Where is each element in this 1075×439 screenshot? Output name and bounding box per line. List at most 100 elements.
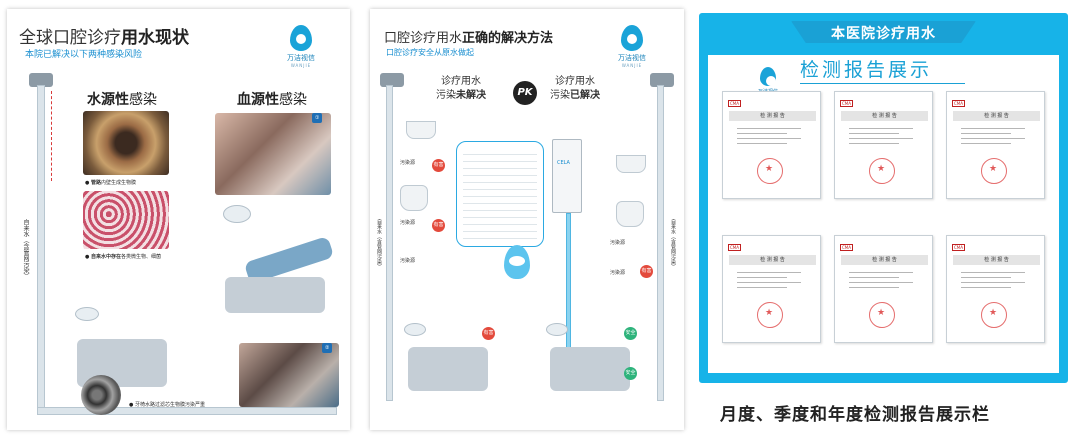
brand-name: 万洁视信 bbox=[287, 54, 315, 62]
seal-stamp bbox=[757, 158, 783, 184]
section-waterborne: 水源性感染 bbox=[87, 89, 157, 109]
section-bloodborne: 血源性感染 bbox=[237, 89, 307, 109]
section-bloodborne-light: 感染 bbox=[279, 92, 307, 108]
toilet-left bbox=[400, 185, 428, 211]
compare-left-bold: 未解决 bbox=[456, 90, 486, 101]
brand-sub: WANJIE bbox=[621, 63, 643, 68]
report-header: 检 测 报 告 bbox=[841, 111, 928, 121]
caption-valve: 牙椅水路过滤芯生物膜污染严重 bbox=[129, 401, 205, 408]
board-title-banner bbox=[791, 21, 976, 43]
report-header: 检 测 报 告 bbox=[729, 255, 816, 265]
section-waterborne-light: 感染 bbox=[129, 92, 157, 108]
poster-title: 全球口腔诊疗用水现状 bbox=[19, 23, 189, 48]
compare-left: 诊疗用水 污染未解决 bbox=[436, 75, 486, 103]
dental-chair-illustration bbox=[205, 199, 345, 319]
poster-solution: 口腔诊疗用水正确的解决方法 口腔诊疗安全从原水做起 万洁视信 WANJIE 诊疗… bbox=[370, 9, 684, 430]
speech-bubble bbox=[456, 141, 544, 247]
report-text-line bbox=[849, 287, 899, 288]
label-polluted-2: 污染源 bbox=[400, 220, 416, 226]
poster-title: 口腔诊疗用水正确的解决方法 bbox=[384, 27, 553, 46]
caption-pipe: 管路内壁生成生物膜 bbox=[85, 179, 136, 186]
report-text-line bbox=[961, 143, 1011, 144]
report-text-line bbox=[849, 133, 899, 134]
flow-line bbox=[51, 91, 52, 181]
lamp-icon bbox=[546, 323, 568, 336]
brand-sub: WANJIE bbox=[290, 63, 312, 68]
brand-logo: 万洁视信 WANJIE bbox=[618, 25, 646, 68]
water-drop-icon bbox=[621, 25, 643, 51]
report-card: CMA 检 测 报 告 bbox=[722, 235, 821, 343]
speech-bubble-text bbox=[463, 148, 537, 242]
compare-right-line1: 诊疗用水 bbox=[555, 76, 595, 87]
machine-label: CELA bbox=[557, 160, 570, 166]
harm-tag: 有害 bbox=[640, 265, 653, 278]
title-light: 口腔诊疗用水 bbox=[384, 31, 463, 46]
report-header: 检 测 报 告 bbox=[953, 255, 1040, 265]
report-text-line bbox=[961, 287, 1011, 288]
caption-pipe-bold: 管路 bbox=[90, 180, 101, 186]
report-header: 检 测 报 告 bbox=[841, 255, 928, 265]
title-bold: 用水现状 bbox=[121, 28, 189, 48]
water-pipe-bottom bbox=[37, 407, 337, 415]
board-subtitle: 检测报告展示 bbox=[800, 59, 933, 81]
label-polluted-4: 污染源 bbox=[610, 240, 626, 246]
report-text-line bbox=[961, 272, 1025, 273]
subtitle-underline bbox=[800, 83, 965, 84]
cma-logo: CMA bbox=[952, 244, 965, 251]
compare-right-light: 污染 bbox=[550, 90, 570, 101]
report-header: 检 测 报 告 bbox=[953, 111, 1040, 121]
valve-photo bbox=[81, 375, 121, 415]
caption-water-text: 各类微生物、细菌 bbox=[120, 254, 161, 260]
harm-tag: 有害 bbox=[432, 219, 445, 232]
step-badge-2: ② bbox=[322, 343, 333, 353]
toilet-right bbox=[616, 201, 644, 227]
poster-subtitle: 口腔诊疗安全从原水做起 bbox=[386, 48, 474, 57]
title-light: 全球口腔诊疗 bbox=[19, 28, 121, 48]
seal-stamp bbox=[869, 158, 895, 184]
report-text-line bbox=[737, 128, 801, 129]
cma-logo: CMA bbox=[728, 244, 741, 251]
compare-right: 诊疗用水 污染已解决 bbox=[550, 75, 600, 103]
report-text-line bbox=[961, 277, 1011, 278]
seal-stamp bbox=[981, 158, 1007, 184]
report-text-line bbox=[849, 282, 913, 283]
report-text-line bbox=[961, 128, 1025, 129]
poster-water-status: 全球口腔诊疗用水现状 本院已解决以下两种感染风险 万洁视信 WANJIE 自来水… bbox=[7, 9, 350, 430]
cma-logo: CMA bbox=[728, 100, 741, 107]
caption-water-bold: 自来水中存在 bbox=[90, 254, 121, 260]
dental-unit-right bbox=[540, 319, 640, 399]
dental-unit-left bbox=[398, 319, 498, 399]
lamp-icon bbox=[75, 307, 99, 321]
report-text-line bbox=[737, 133, 787, 134]
footer-caption: 月度、季度和年度检测报告展示栏 bbox=[720, 405, 990, 425]
label-polluted-5: 污染源 bbox=[610, 270, 626, 276]
title-bold: 正确的解决方法 bbox=[462, 31, 554, 46]
pk-badge: PK bbox=[513, 81, 537, 105]
report-card: CMA 检 测 报 告 bbox=[946, 235, 1045, 343]
report-text-line bbox=[849, 138, 913, 139]
caption-water: 自来水中存在各类微生物、细菌 bbox=[85, 253, 161, 260]
section-waterborne-bold: 水源性 bbox=[87, 92, 129, 108]
faucet-icon-right bbox=[650, 73, 674, 87]
chair-base bbox=[225, 277, 325, 313]
report-text-line bbox=[737, 138, 801, 139]
lamp-icon bbox=[404, 323, 426, 336]
seal-stamp bbox=[869, 302, 895, 328]
pipe-label-left: 自来水（含管网污染） bbox=[376, 219, 382, 269]
report-text-line bbox=[961, 282, 1025, 283]
caption-pipe-text: 内壁生成生物膜 bbox=[100, 180, 136, 186]
safe-tag: 安全 bbox=[624, 367, 637, 380]
unit-base bbox=[550, 347, 630, 391]
pipe-label: 自来水（含管网污染） bbox=[22, 219, 29, 279]
compare-left-light: 污染 bbox=[436, 90, 456, 101]
seal-stamp bbox=[981, 302, 1007, 328]
label-polluted-3: 污染源 bbox=[400, 258, 416, 264]
dental-treatment-photo bbox=[215, 113, 331, 195]
brand-logo: 万洁视信 WANJIE bbox=[287, 25, 315, 68]
report-text-line bbox=[961, 133, 1011, 134]
harm-tag: 有害 bbox=[432, 159, 445, 172]
